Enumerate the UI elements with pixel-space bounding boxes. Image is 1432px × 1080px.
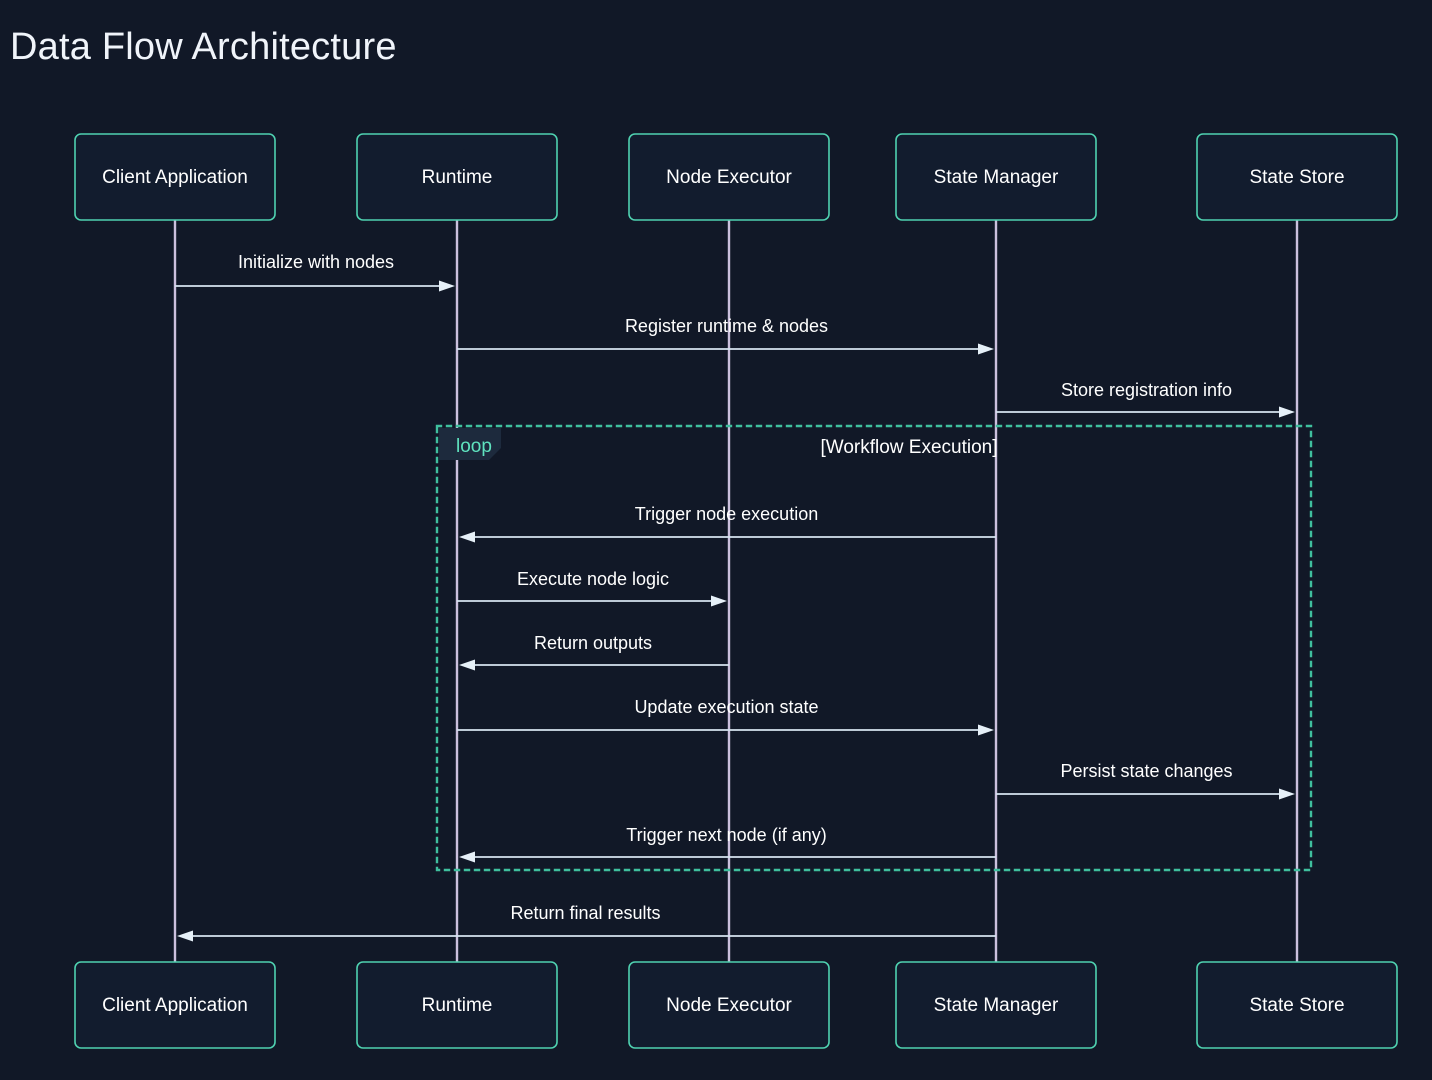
message-arrowhead-7 (1279, 788, 1295, 800)
participant-top-runtime[interactable]: Runtime (356, 133, 558, 221)
participant-bottom-rect-runtime[interactable] (356, 961, 558, 1049)
message-arrowhead-0 (439, 280, 455, 292)
loop-block: loop [Workflow Execution] (435, 424, 1313, 872)
participant-bottom-node[interactable]: Node Executor (628, 961, 830, 1049)
participant-top-rect-state[interactable] (895, 133, 1097, 221)
participant-bottom-label-store: State Store (1249, 995, 1344, 1016)
participants-bottom: Client Application Runtime Node Executor St… (74, 961, 1398, 1049)
message-arrowhead-2 (1279, 406, 1295, 418)
message-arrowhead-4 (711, 595, 727, 607)
participant-top-rect-store[interactable] (1196, 133, 1398, 221)
participant-top-store[interactable]: State Store (1196, 133, 1398, 221)
message-label-6: Update execution state (634, 697, 818, 717)
participant-bottom-label-node: Node Executor (666, 995, 792, 1016)
message-arrowhead-6 (978, 724, 994, 736)
loop-tag-label: loop (456, 436, 492, 457)
participant-top-label-store: State Store (1249, 167, 1344, 188)
message-label-1: Register runtime & nodes (625, 316, 828, 336)
participant-bottom-rect-store[interactable] (1196, 961, 1398, 1049)
message-label-9: Return final results (510, 903, 660, 923)
message-arrowhead-3 (459, 531, 475, 543)
lifelines-group (173, 220, 1299, 962)
participant-top-rect-node[interactable] (628, 133, 830, 221)
message-label-5: Return outputs (534, 633, 652, 653)
participant-top-rect-runtime[interactable] (356, 133, 558, 221)
message-arrowhead-1 (978, 343, 994, 355)
message-arrowhead-9 (177, 930, 193, 942)
participants-top: Client Application Runtime Node Executor St… (74, 133, 1398, 221)
participant-bottom-label-client: Client Application (102, 995, 248, 1016)
loop-tag-background (439, 428, 501, 460)
message-label-2: Store registration info (1061, 380, 1232, 400)
participant-top-rect-client[interactable] (74, 133, 276, 221)
loop-frame (435, 424, 1313, 872)
participant-bottom-label-state: State Manager (934, 995, 1059, 1016)
participant-bottom-rect-client[interactable] (74, 961, 276, 1049)
message-arrowhead-5 (459, 659, 475, 671)
participant-bottom-store[interactable]: State Store (1196, 961, 1398, 1049)
message-label-4: Execute node logic (517, 569, 669, 589)
message-label-7: Persist state changes (1060, 761, 1232, 781)
participant-top-label-state: State Manager (934, 167, 1059, 188)
participant-bottom-rect-state[interactable] (895, 961, 1097, 1049)
participant-top-label-client: Client Application (102, 167, 248, 188)
participant-bottom-rect-node[interactable] (628, 961, 830, 1049)
participant-bottom-label-runtime: Runtime (422, 995, 493, 1016)
message-label-0: Initialize with nodes (238, 252, 394, 272)
participant-top-state[interactable]: State Manager (895, 133, 1097, 221)
page-title: Data Flow Architecture (10, 26, 397, 68)
participant-bottom-runtime[interactable]: Runtime (356, 961, 558, 1049)
message-label-3: Trigger node execution (635, 504, 818, 524)
participant-top-label-runtime: Runtime (422, 167, 493, 188)
loop-condition-label: [Workflow Execution] (820, 437, 997, 458)
participant-bottom-state[interactable]: State Manager (895, 961, 1097, 1049)
participant-top-client[interactable]: Client Application (74, 133, 276, 221)
message-label-8: Trigger next node (if any) (626, 825, 826, 845)
participant-bottom-client[interactable]: Client Application (74, 961, 276, 1049)
participant-top-node[interactable]: Node Executor (628, 133, 830, 221)
message-arrowhead-8 (459, 851, 475, 863)
participant-top-label-node: Node Executor (666, 167, 792, 188)
